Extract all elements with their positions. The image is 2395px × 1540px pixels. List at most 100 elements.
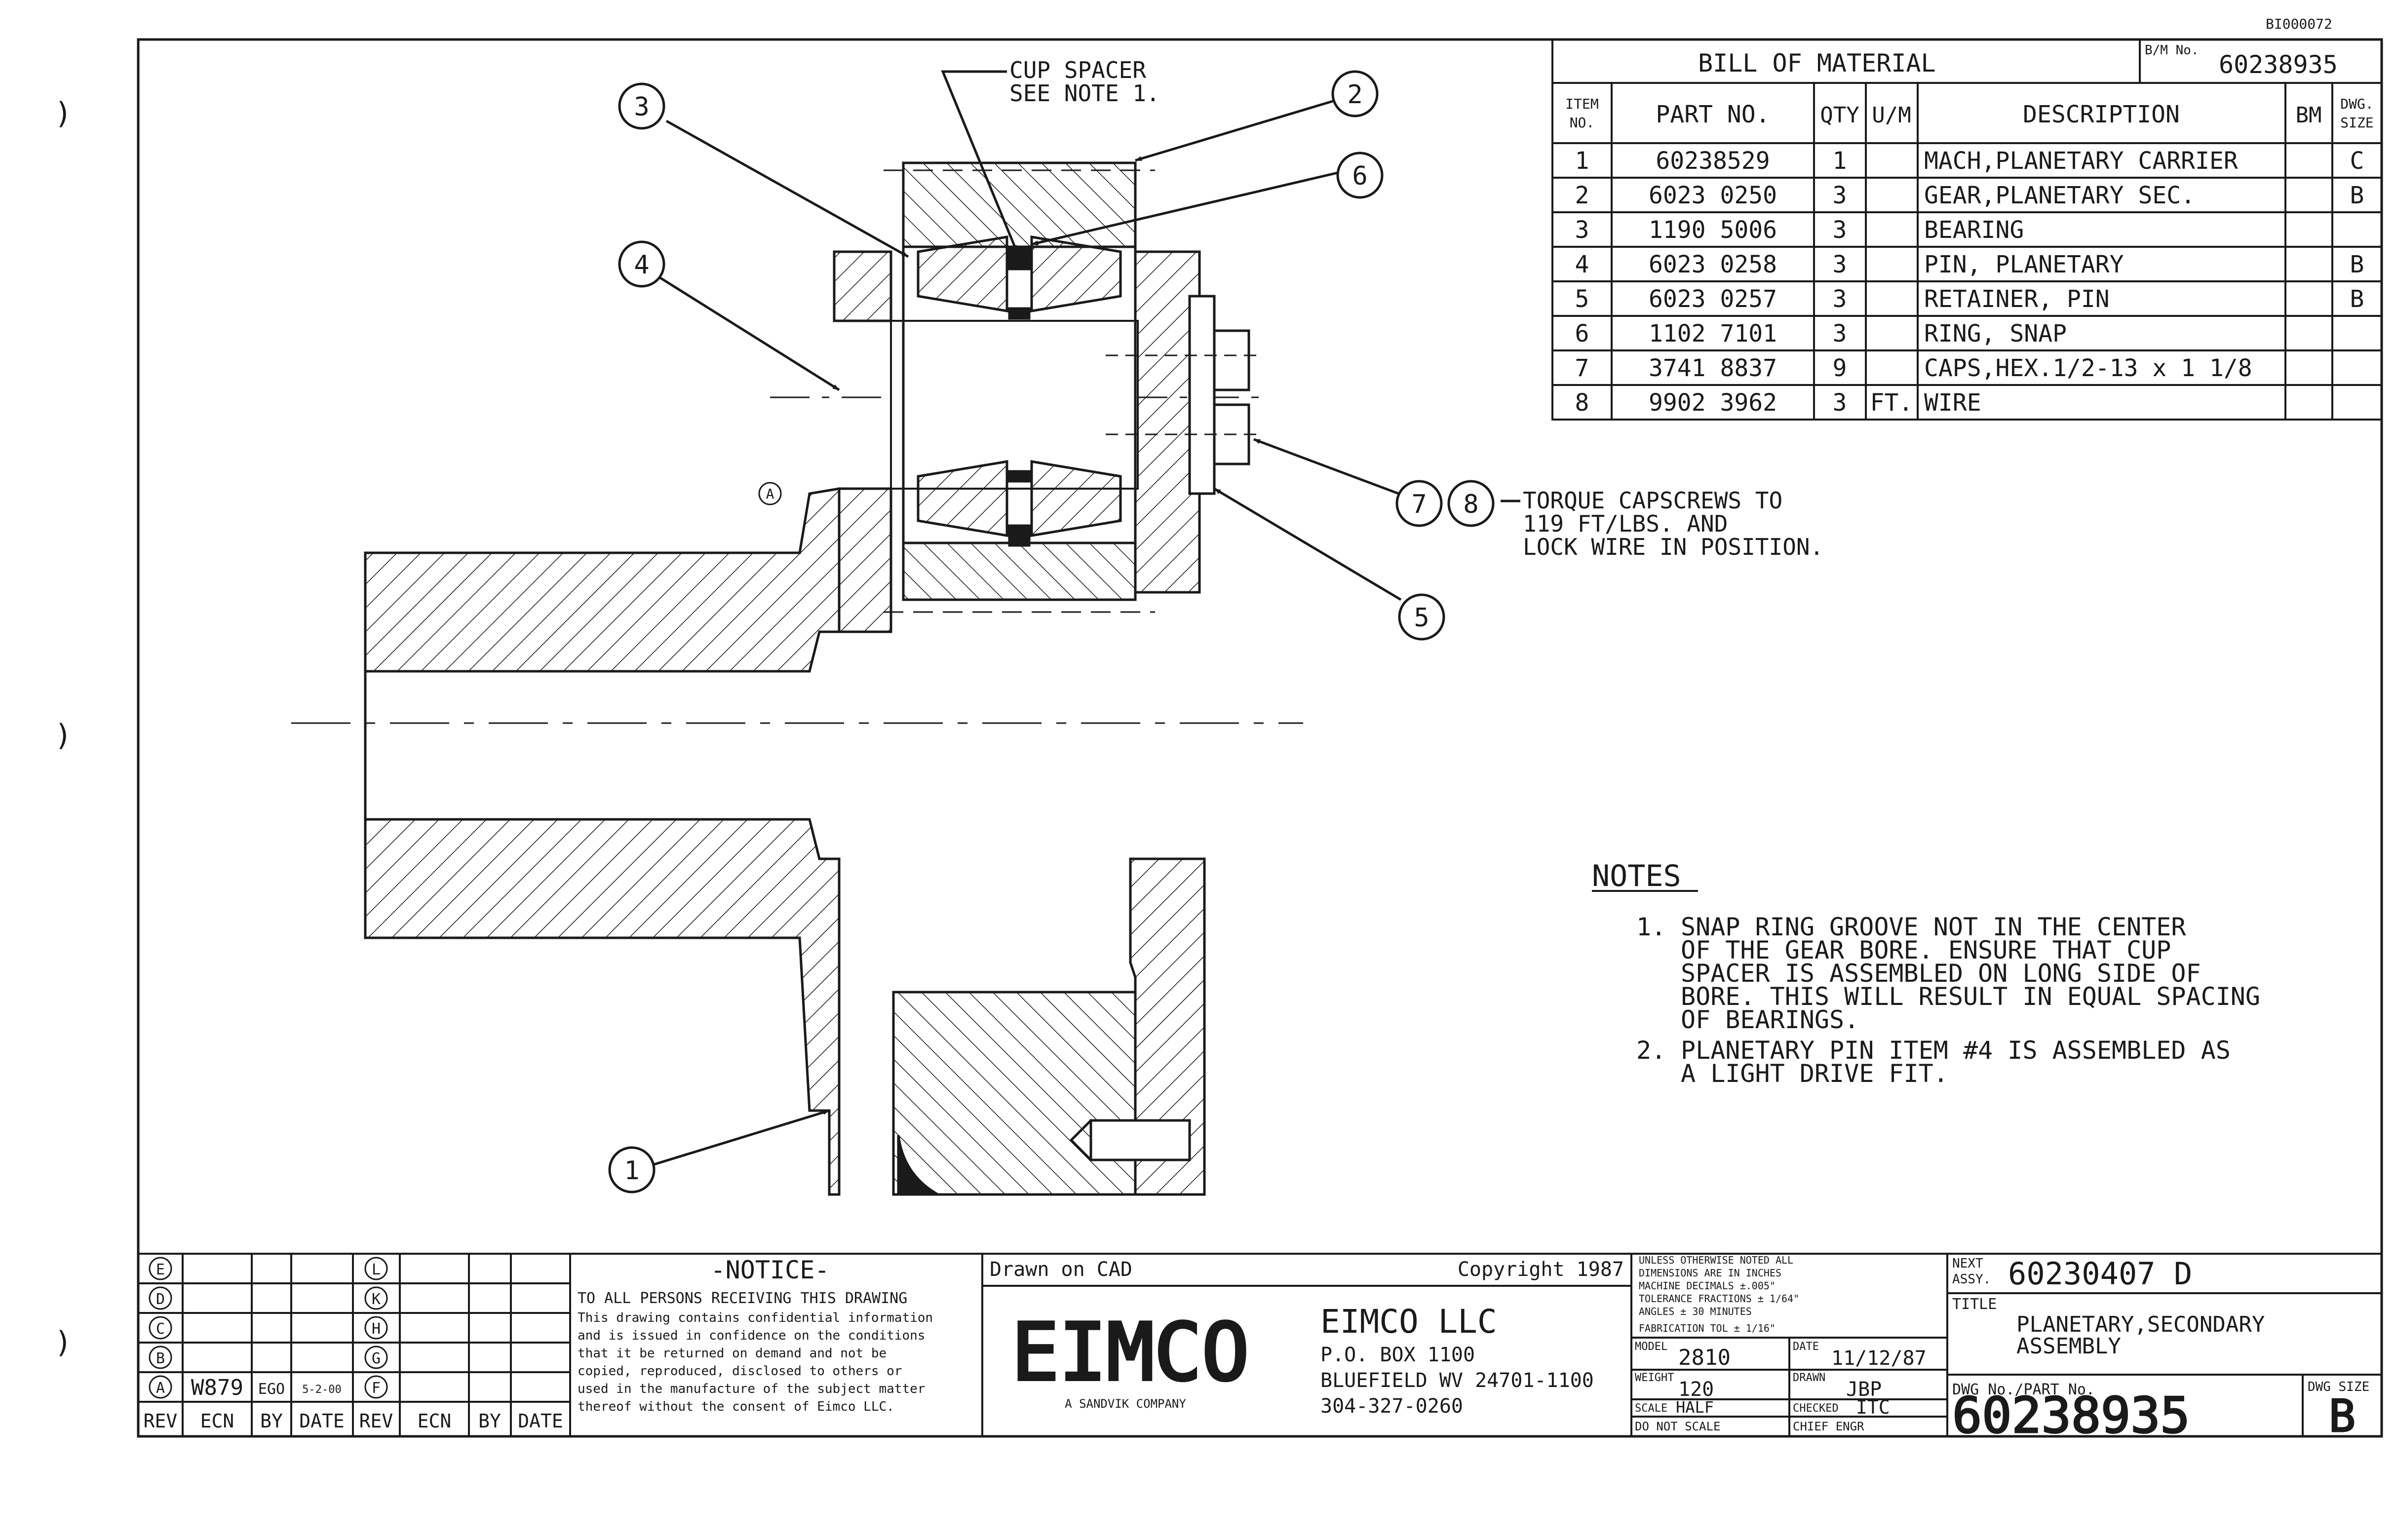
cup-spacer-note: SEE NOTE 1. bbox=[1009, 80, 1160, 107]
balloon-4-label: 4 bbox=[634, 250, 649, 280]
balloon-4 bbox=[618, 240, 665, 288]
company-phone: 304-327-0260 bbox=[1320, 1395, 1463, 1418]
corner-code: BI000072 bbox=[2266, 16, 2332, 32]
scan-mark: ) bbox=[54, 718, 72, 753]
bom-cell-desc: RETAINER, PIN bbox=[1924, 285, 2110, 313]
rev-footer: REV bbox=[144, 1410, 178, 1432]
eimco-logo: EIMCO bbox=[1011, 1306, 1249, 1398]
bom-cell-desc: RING, SNAP bbox=[1924, 320, 2067, 347]
rev-letter: A bbox=[156, 1380, 165, 1397]
leader-1 bbox=[652, 1109, 830, 1166]
chief-engr-label: CHIEF ENGR bbox=[1793, 1420, 1864, 1433]
carrier-bottom-block bbox=[892, 991, 1137, 1196]
bom-cell-desc: GEAR,PLANETARY SEC. bbox=[1924, 182, 2195, 209]
snap-ring-upper bbox=[1008, 307, 1031, 320]
rev-footer: BY bbox=[260, 1410, 283, 1432]
zone-marker-label: A bbox=[766, 486, 774, 502]
leader-7-8 bbox=[1253, 438, 1412, 500]
balloon-2-label: 2 bbox=[1347, 80, 1362, 110]
notice-title: -NOTICE- bbox=[711, 1256, 830, 1284]
leader-4 bbox=[653, 272, 840, 391]
checked-value: ITC bbox=[1856, 1396, 1890, 1418]
bom-header-part: PART NO. bbox=[1656, 101, 1770, 128]
weight-value: 120 bbox=[1678, 1378, 1714, 1401]
rev-letter-col-right: L K H G F bbox=[364, 1257, 388, 1399]
scan-mark: ) bbox=[54, 1325, 72, 1360]
next-assy-value: 60230407 D bbox=[2008, 1256, 2192, 1292]
bom-cell-item: 6 bbox=[1575, 320, 1589, 347]
notice-line: copied, reproduced, disclosed to others … bbox=[578, 1364, 902, 1379]
checked-label: CHECKED bbox=[1793, 1402, 1839, 1415]
cup-spacer-lower bbox=[1008, 524, 1031, 547]
zone-marker-circle bbox=[758, 482, 782, 505]
torque-note: TORQUE CAPSCREWS TO bbox=[1523, 487, 1782, 514]
bearing-lower-left bbox=[917, 460, 1008, 537]
tolerance-line: DIMENSIONS ARE IN INCHES bbox=[1639, 1267, 1781, 1279]
bom-header-um: U/M bbox=[1872, 103, 1911, 128]
bom-cell-qty: 3 bbox=[1833, 285, 1847, 313]
balloon-1-label: 1 bbox=[624, 1156, 639, 1186]
balloon-6 bbox=[1336, 152, 1384, 199]
note-1-line: BORE. THIS WILL RESULT IN EQUAL SPACING bbox=[1681, 982, 2260, 1011]
rev-letter-col-left: E D C B A bbox=[149, 1257, 172, 1399]
balloon-2 bbox=[1331, 70, 1379, 117]
rev-a-date: 5-2-00 bbox=[302, 1384, 341, 1396]
tapped-hole-tip bbox=[1069, 1119, 1092, 1161]
snap-ring-lower bbox=[1008, 470, 1031, 483]
bill-of-material: BILL OF MATERIAL B/M No. 60238935 ITEM N… bbox=[1551, 38, 2383, 421]
scan-mark: ) bbox=[54, 96, 72, 131]
date-label: DATE bbox=[1793, 1341, 1819, 1353]
rev-letter: E bbox=[156, 1261, 165, 1278]
title-block: E D C B A L K H G F W879 EGO 5-2-00 RE bbox=[138, 1253, 2382, 1445]
weight-label: WEIGHT bbox=[1635, 1372, 1674, 1384]
dwg-no-value: 60238935 bbox=[1952, 1386, 2190, 1444]
bom-cell-part: 60238529 bbox=[1656, 147, 1770, 175]
balloon-7 bbox=[1395, 480, 1443, 527]
bom-cell-size: B bbox=[2350, 251, 2364, 278]
leader-3 bbox=[665, 119, 909, 258]
model-label: MODEL bbox=[1635, 1341, 1667, 1353]
dwg-no-label: DWG No./PART No. bbox=[1952, 1381, 2095, 1398]
bom-cell-um: FT. bbox=[1870, 389, 1913, 417]
rev-footer: DATE bbox=[518, 1410, 563, 1432]
planetary-pin bbox=[890, 320, 1139, 490]
bom-cell-item: 2 bbox=[1575, 182, 1589, 209]
rev-letter: K bbox=[372, 1291, 381, 1308]
balloon-3-label: 3 bbox=[634, 92, 649, 122]
rev-a-ecn: W879 bbox=[191, 1375, 243, 1400]
torque-note: LOCK WIRE IN POSITION. bbox=[1523, 534, 1823, 560]
note-2-number: 2. bbox=[1636, 1036, 1666, 1065]
bom-cell-part: 3741 8837 bbox=[1649, 354, 1777, 382]
notice-line: thereof without the consent of Eimco LLC… bbox=[578, 1399, 894, 1414]
planetary-assembly-drawing bbox=[291, 70, 1520, 1196]
bom-cell-item: 7 bbox=[1575, 354, 1589, 382]
notes-section: NOTES 1. SNAP RING GROOVE NOT IN THE CEN… bbox=[1592, 859, 2260, 1088]
rev-letter: H bbox=[372, 1320, 381, 1338]
do-not-scale: DO NOT SCALE bbox=[1635, 1420, 1720, 1433]
note-1-line: SNAP RING GROOVE NOT IN THE CENTER bbox=[1681, 913, 2186, 941]
next-assy-label: NEXT bbox=[1952, 1256, 1983, 1271]
tolerance-line: TOLERANCE FRACTIONS ± 1/64" bbox=[1639, 1293, 1799, 1305]
bom-cell-qty: 3 bbox=[1833, 182, 1847, 209]
drawing-title: PLANETARY,SECONDARY bbox=[2016, 1312, 2265, 1337]
carrier-upper-section bbox=[364, 487, 841, 673]
tolerance-line: FABRICATION TOL ± 1/16" bbox=[1639, 1322, 1776, 1334]
cup-spacer-upper bbox=[1008, 248, 1031, 270]
notes-heading: NOTES bbox=[1592, 859, 1681, 893]
bom-cell-part: 6023 0258 bbox=[1649, 251, 1777, 278]
drawn-value: JBP bbox=[1846, 1378, 1882, 1401]
bom-cell-item: 1 bbox=[1575, 147, 1589, 175]
carrier-lower-section bbox=[364, 818, 841, 1196]
note-1-line: SPACER IS ASSEMBLED ON LONG SIDE OF bbox=[1681, 959, 2201, 988]
company-address: BLUEFIELD WV 24701-1100 bbox=[1320, 1369, 1594, 1392]
rev-letter: B bbox=[156, 1350, 165, 1367]
rev-letter: C bbox=[156, 1320, 165, 1338]
company-address: P.O. BOX 1100 bbox=[1320, 1344, 1475, 1366]
bom-cell-item: 3 bbox=[1575, 216, 1589, 244]
dwg-size-value: B bbox=[2329, 1390, 2356, 1442]
rev-letter: G bbox=[372, 1350, 381, 1367]
balloon-1 bbox=[608, 1146, 656, 1194]
bom-cell-qty: 3 bbox=[1833, 251, 1847, 278]
bom-cell-part: 1190 5006 bbox=[1649, 216, 1777, 244]
leader-5 bbox=[1213, 487, 1402, 601]
